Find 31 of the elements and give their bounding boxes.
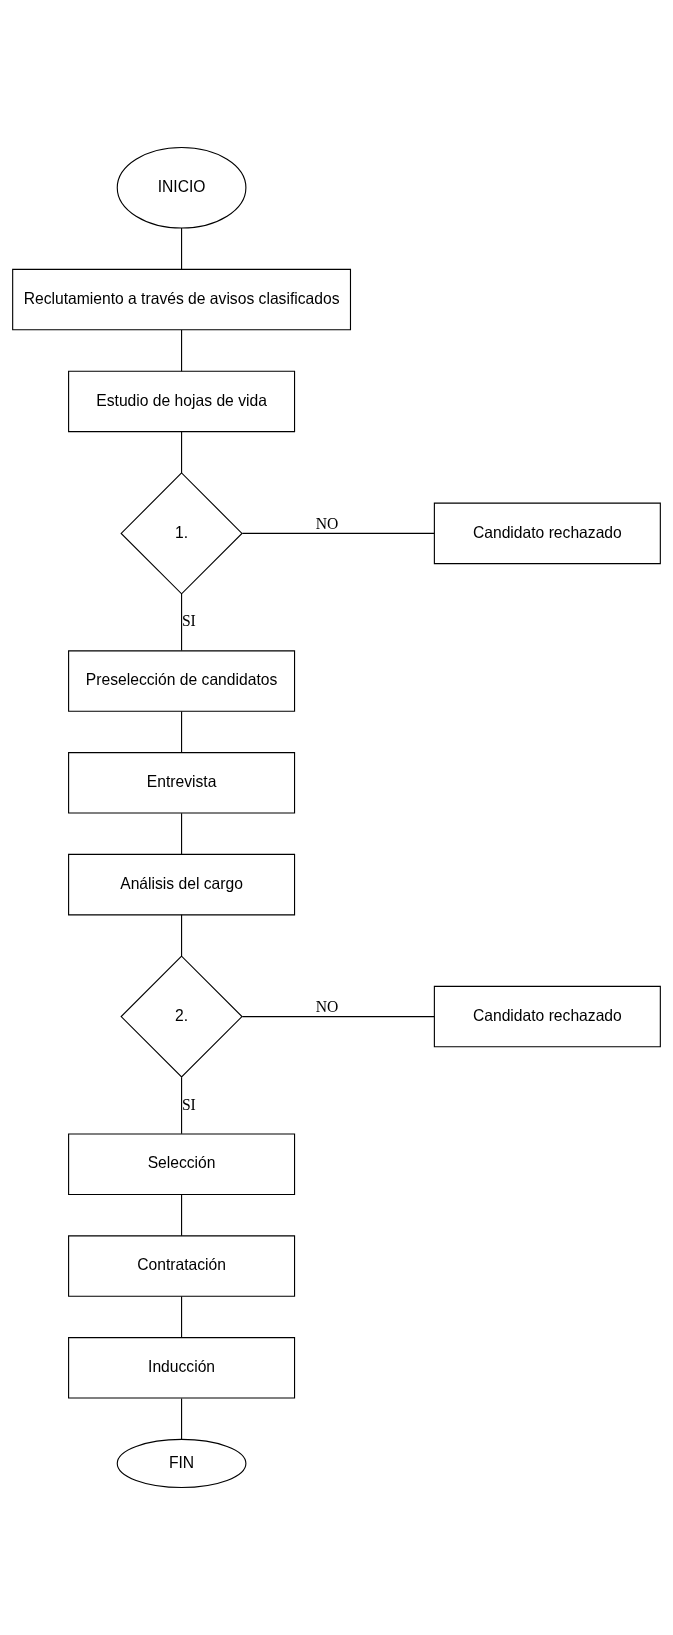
edge-label: SI bbox=[181, 612, 196, 630]
connector bbox=[181, 812, 183, 855]
connector bbox=[181, 1295, 183, 1339]
connector bbox=[181, 1076, 183, 1135]
connector bbox=[181, 1194, 183, 1237]
node-box: Preselección de candidatos bbox=[68, 650, 296, 712]
connector bbox=[241, 532, 435, 534]
node-box: Candidato rechazado bbox=[433, 502, 661, 565]
node-box: Análisis del cargo bbox=[68, 853, 296, 916]
edge-label: SI bbox=[181, 1095, 196, 1113]
node-ellipse: FIN bbox=[116, 1438, 247, 1489]
node-box: Entrevista bbox=[68, 752, 296, 814]
connector bbox=[181, 227, 183, 270]
node-box: Contratación bbox=[68, 1235, 296, 1297]
connector bbox=[181, 710, 183, 754]
connector bbox=[181, 914, 183, 957]
node-diamond: 2. bbox=[120, 955, 243, 1078]
connector bbox=[181, 593, 183, 652]
node-box: Candidato rechazado bbox=[433, 985, 661, 1048]
connector bbox=[181, 329, 183, 372]
node-ellipse: INICIO bbox=[116, 146, 247, 229]
node-box: Reclutamiento a través de avisos clasificados bbox=[12, 268, 352, 331]
connector bbox=[181, 1397, 183, 1440]
node-box: Estudio de hojas de vida bbox=[68, 370, 296, 433]
node-box: Inducción bbox=[68, 1337, 296, 1399]
edge-label: NO bbox=[315, 998, 339, 1016]
node-diamond: 1. bbox=[120, 472, 243, 595]
node-box: Selección bbox=[68, 1133, 296, 1195]
connector bbox=[181, 431, 183, 474]
connector bbox=[241, 1016, 435, 1018]
edge-label: NO bbox=[315, 515, 339, 533]
